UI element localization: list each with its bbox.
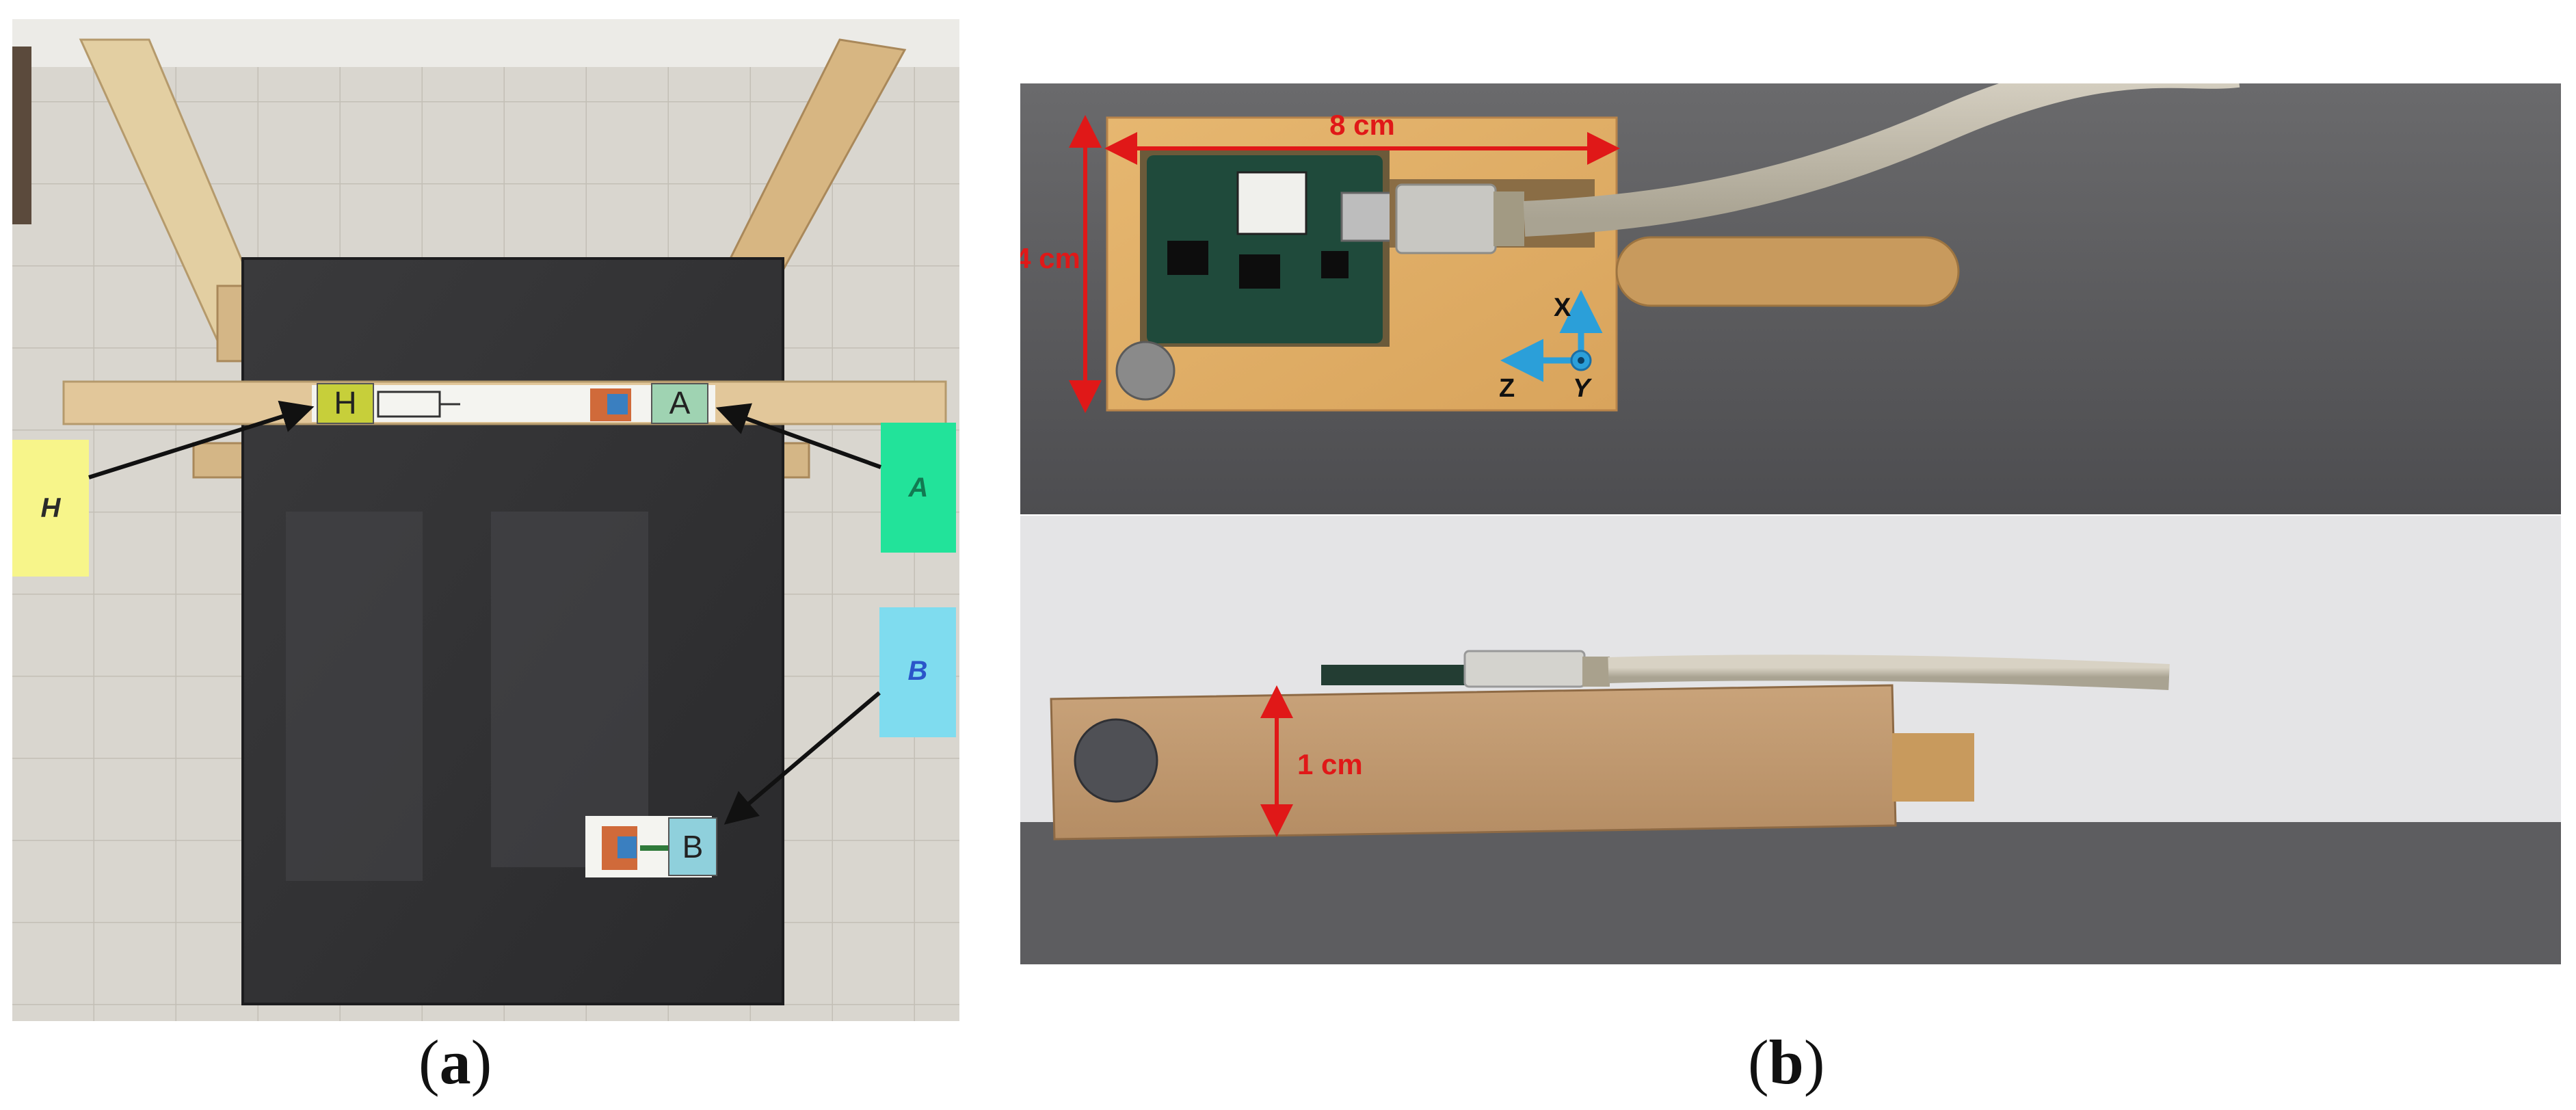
marker-a-box xyxy=(651,383,708,424)
sensor-photo: 8 cm 4 cm X Z Y 1 cm xyxy=(1020,83,2561,964)
marker-h-box xyxy=(317,383,374,424)
pcb-component-1 xyxy=(1167,241,1208,275)
usb-plug-side xyxy=(1463,650,1586,688)
marker-h-label: H xyxy=(334,385,356,421)
glass-reflection-2 xyxy=(491,512,648,867)
wooden-handle xyxy=(1615,236,1960,307)
marker-color-patch-b-2 xyxy=(618,836,637,858)
callout-a-label: A xyxy=(908,473,929,503)
callout-b-label: B xyxy=(908,656,928,686)
wall-baseboard xyxy=(12,19,959,67)
width-dimension-label: 4 cm xyxy=(1020,242,1080,274)
caption-a-open: ( xyxy=(419,1027,440,1097)
braided-cable-side xyxy=(1608,655,2170,690)
plug-sleeve-side xyxy=(1582,657,1610,687)
callout-h-label: H xyxy=(41,493,62,523)
callout-b-box xyxy=(879,607,956,737)
usb-connector xyxy=(1340,191,1398,242)
marker-color-patch-top-2 xyxy=(607,394,628,414)
callout-h-box xyxy=(12,440,89,577)
pcb-component-2 xyxy=(1239,254,1280,289)
caption-a-close: ) xyxy=(470,1027,492,1097)
axis-y-label: Y xyxy=(1573,374,1593,403)
axis-x-label: X xyxy=(1554,293,1571,322)
arrow-h xyxy=(88,400,315,479)
plug-sleeve xyxy=(1493,191,1524,246)
marker-b-box xyxy=(668,817,717,876)
caption-b-letter: b xyxy=(1768,1027,1804,1097)
side-view-surface xyxy=(1020,822,2561,964)
pcb-side xyxy=(1321,665,1485,685)
axis-y-dot xyxy=(1578,357,1584,364)
arrow-b xyxy=(723,691,881,825)
length-dimension-label: 8 cm xyxy=(1329,109,1395,141)
usb-plug xyxy=(1395,183,1497,254)
axis-z-label: Z xyxy=(1499,374,1515,403)
caption-a-letter: a xyxy=(439,1027,471,1097)
magnet-disc-top xyxy=(1115,341,1176,401)
glass-reflection-1 xyxy=(286,512,423,881)
height-dimension-label: 1 cm xyxy=(1297,748,1363,780)
pcb-chip xyxy=(1236,171,1307,235)
setup-photo: H A B H A B xyxy=(12,19,959,1021)
arrow-a xyxy=(715,403,882,469)
marker-b-label: B xyxy=(682,829,704,864)
braided-cable-top xyxy=(1523,83,2240,237)
marker-a-label: A xyxy=(669,385,691,421)
caption-b-open: ( xyxy=(1748,1027,1769,1097)
pcb-component-3 xyxy=(1321,251,1349,278)
wooden-handle-side xyxy=(1892,733,1974,802)
caption-b: (b) xyxy=(1748,1026,1824,1098)
magnet-disc-side xyxy=(1074,718,1158,803)
pcb-board xyxy=(1147,155,1383,343)
caption-a: (a) xyxy=(419,1026,492,1098)
cabinet-left xyxy=(12,47,31,224)
wood-body-side xyxy=(1050,684,1897,841)
callout-a-box xyxy=(881,423,956,553)
caption-b-close: ) xyxy=(1803,1027,1825,1097)
